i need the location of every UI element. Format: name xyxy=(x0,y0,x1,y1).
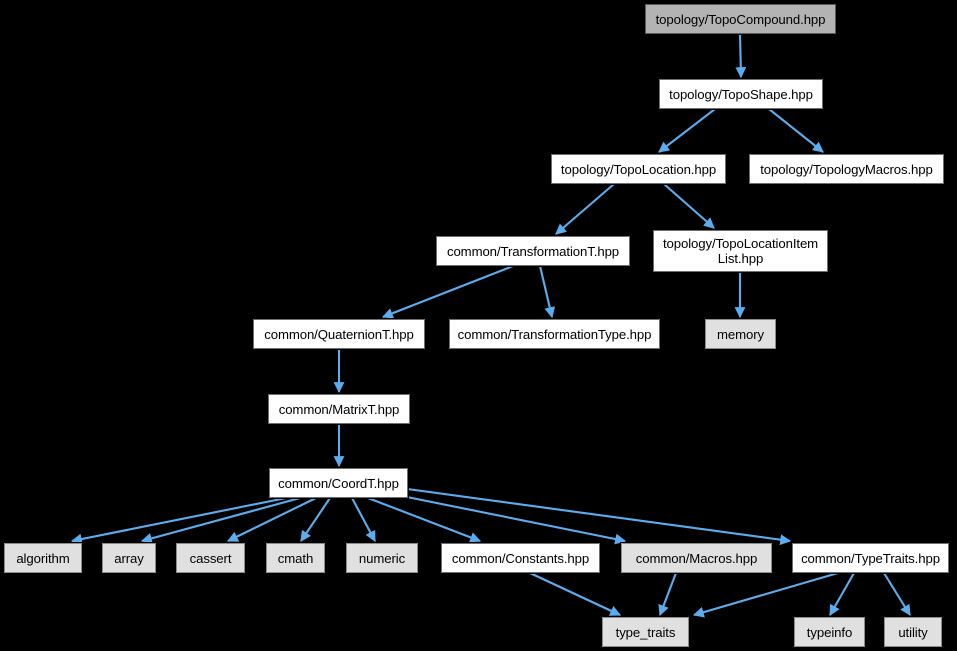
edge-topocompound-to-toposhape xyxy=(735,33,747,79)
edge-topolocation-to-topolocationitemlist xyxy=(663,183,715,229)
edge-typetraits-to-type_traits xyxy=(692,571,839,618)
edge-coordt-to-macros xyxy=(391,492,627,545)
edge-toposhape-to-topologymacros xyxy=(768,108,824,153)
edge-transformationt-to-transformationtype xyxy=(538,265,556,319)
node-topocompound[interactable]: topology/TopoCompound.hpp xyxy=(644,3,837,35)
edge-typetraits-to-utility xyxy=(883,572,911,616)
edge-coordt-to-array xyxy=(140,496,301,544)
node-cassert[interactable]: cassert xyxy=(175,542,246,574)
node-type_traits[interactable]: type_traits xyxy=(601,616,690,648)
node-transformationt[interactable]: common/TransformationT.hpp xyxy=(435,235,631,267)
node-typeinfo[interactable]: typeinfo xyxy=(793,616,866,648)
node-topolocationitemlist[interactable]: topology/TopoLocationItem List.hpp xyxy=(652,229,829,273)
edge-coordt-to-numeric xyxy=(351,497,376,542)
node-toposhape[interactable]: topology/TopoShape.hpp xyxy=(658,78,824,110)
node-topolocation[interactable]: topology/TopoLocation.hpp xyxy=(550,153,727,185)
node-utility[interactable]: utility xyxy=(883,616,943,648)
edge-topolocation-to-transformationt xyxy=(555,183,615,235)
node-cmath[interactable]: cmath xyxy=(265,542,326,574)
edge-toposhape-to-topolocation xyxy=(658,108,716,153)
node-numeric[interactable]: numeric xyxy=(345,542,419,574)
node-macros[interactable]: common/Macros.hpp xyxy=(620,542,773,574)
edge-transformationt-to-quaternionT xyxy=(381,265,514,319)
node-memory[interactable]: memory xyxy=(704,318,777,350)
node-algorithm[interactable]: algorithm xyxy=(3,542,83,574)
node-array[interactable]: array xyxy=(101,542,157,574)
edge-constants-to-type_traits xyxy=(529,572,621,616)
edge-coordt-to-cassert xyxy=(227,497,317,542)
edge-coordt-to-algorithm xyxy=(70,496,287,545)
node-transformationtype[interactable]: common/TransformationType.hpp xyxy=(448,318,661,350)
node-typetraits[interactable]: common/TypeTraits.hpp xyxy=(791,542,950,574)
node-topologymacros[interactable]: topology/TopologyMacros.hpp xyxy=(748,153,945,185)
edge-macros-to-type_traits xyxy=(658,572,677,617)
node-coordt[interactable]: common/CoordT.hpp xyxy=(268,467,409,499)
edge-typetraits-to-typeinfo xyxy=(829,572,855,616)
edge-coordt-to-cmath xyxy=(300,497,331,542)
edge-coordt-to-constants xyxy=(367,497,482,543)
node-quaternionT[interactable]: common/QuaternionT.hpp xyxy=(252,318,426,350)
node-constants[interactable]: common/Constants.hpp xyxy=(440,542,601,574)
node-matrixt[interactable]: common/MatrixT.hpp xyxy=(267,393,411,425)
edge-coordt-to-typetraits xyxy=(399,486,792,546)
